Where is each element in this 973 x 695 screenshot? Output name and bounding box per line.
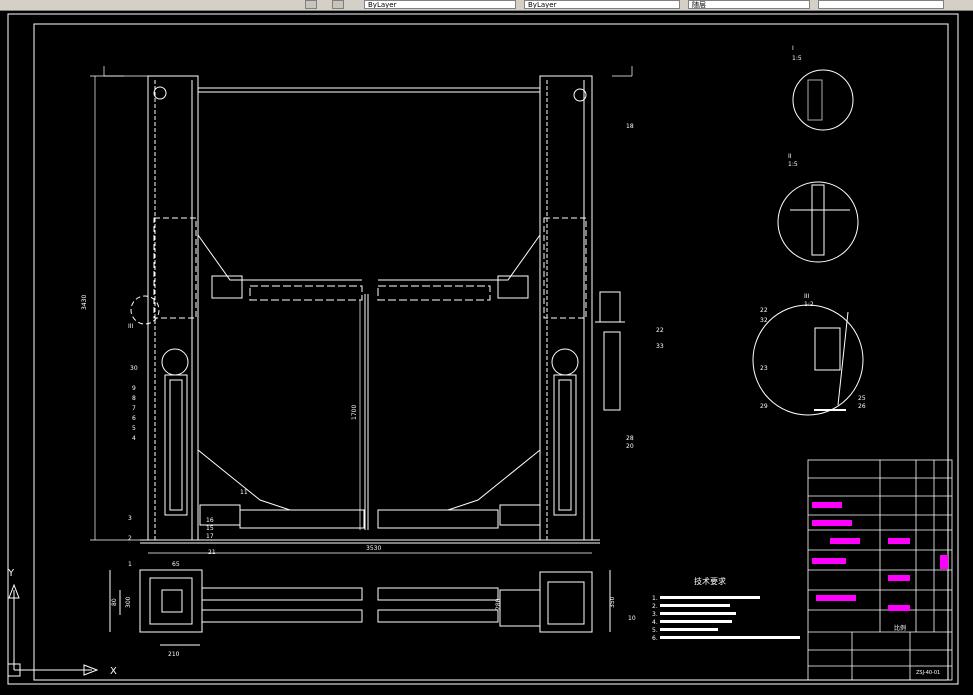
tech-req-4: 4. bbox=[652, 619, 658, 626]
tech-req-3: 3. bbox=[652, 611, 658, 618]
detail-callout-23: 23 bbox=[760, 365, 768, 372]
status-bar bbox=[0, 691, 973, 695]
callout-1: 1 bbox=[128, 561, 132, 568]
detail-callout-25: 25 bbox=[858, 395, 866, 402]
callout-11: 11 bbox=[240, 489, 248, 496]
view-3-label: III bbox=[804, 293, 810, 300]
detail-callout-29: 29 bbox=[760, 403, 768, 410]
layer-state-icon[interactable] bbox=[305, 0, 317, 9]
detail-view-2 bbox=[777, 181, 859, 263]
outer-frame bbox=[7, 13, 959, 685]
callout-7: 7 bbox=[132, 405, 136, 412]
callout-15: 15 bbox=[206, 525, 214, 532]
callout-2: 2 bbox=[128, 535, 132, 542]
detail-callout-32: 32 bbox=[760, 317, 768, 324]
cad-drawing-canvas[interactable]: 3430 1700 3530 65 210 80 300 280 350 18 … bbox=[0, 10, 973, 695]
callout-6: 6 bbox=[132, 415, 136, 422]
lineweight-select[interactable]: 随层 bbox=[688, 0, 810, 9]
detail-marker bbox=[130, 295, 160, 325]
detail-callout-22: 22 bbox=[760, 307, 768, 314]
callout-10: 10 bbox=[628, 615, 636, 622]
title-block-highlights bbox=[812, 502, 948, 611]
toolbar: ByLayer ByLayer 随层 bbox=[0, 0, 973, 11]
upper-arms bbox=[197, 234, 541, 530]
right-column bbox=[539, 75, 593, 541]
lower-arms bbox=[197, 449, 541, 529]
callout-5: 5 bbox=[132, 425, 136, 432]
plotstyle-select[interactable] bbox=[818, 0, 944, 9]
left-column bbox=[147, 75, 199, 541]
callout-3: 3 bbox=[128, 515, 132, 522]
dimension-lines bbox=[90, 66, 633, 554]
ucs-icon bbox=[7, 583, 99, 677]
dim-base-h1: 80 bbox=[111, 598, 118, 606]
inner-frame bbox=[33, 23, 949, 681]
callout-20: 20 bbox=[626, 443, 634, 450]
view-1-label: I bbox=[792, 45, 794, 52]
detail-view-3 bbox=[752, 304, 864, 416]
tech-req-6: 6. bbox=[652, 635, 658, 642]
view-3-scale: 1:2 bbox=[804, 301, 814, 308]
callout-22: 22 bbox=[656, 327, 664, 334]
right-cylinder bbox=[551, 348, 579, 516]
callout-16: 16 bbox=[206, 517, 214, 524]
view-2-label: II bbox=[788, 153, 792, 160]
dim-overall-height: 3430 bbox=[81, 295, 88, 310]
callout-9: 9 bbox=[132, 385, 136, 392]
callout-30: 30 bbox=[130, 365, 138, 372]
title-block bbox=[807, 459, 953, 681]
layer-props-icon[interactable] bbox=[332, 0, 344, 9]
tech-req-2: 2. bbox=[652, 603, 658, 610]
tech-req-5: 5. bbox=[652, 627, 658, 634]
ucs-x-label: X bbox=[110, 666, 117, 677]
title-sheet-label: 比例 bbox=[894, 624, 906, 632]
dim-base-h2: 300 bbox=[125, 596, 132, 608]
linetype-select[interactable]: ByLayer bbox=[524, 0, 680, 9]
dim-span: 3530 bbox=[366, 545, 381, 552]
dim-inner-height: 1700 bbox=[351, 405, 358, 420]
side-bracket bbox=[595, 291, 625, 411]
ucs-y-label: Y bbox=[7, 568, 15, 579]
tech-req-lines bbox=[660, 596, 800, 639]
callout-21: 21 bbox=[208, 549, 216, 556]
tech-req-1: 1. bbox=[652, 595, 658, 602]
view-marker-3: III bbox=[128, 323, 134, 330]
left-cylinder bbox=[161, 348, 189, 516]
callout-33: 33 bbox=[656, 343, 664, 350]
view-2-scale: 1:5 bbox=[788, 161, 798, 168]
drawing-number: ZSJ-40-01 bbox=[916, 670, 940, 676]
callout-8: 8 bbox=[132, 395, 136, 402]
detail-view-1 bbox=[792, 69, 854, 131]
tech-req-title: 技术要求 bbox=[694, 576, 726, 586]
callout-28: 28 bbox=[626, 435, 634, 442]
plan-view bbox=[109, 569, 611, 646]
callout-17: 17 bbox=[206, 533, 214, 540]
dim-base-h3: 350 bbox=[609, 596, 616, 608]
color-select[interactable]: ByLayer bbox=[364, 0, 516, 9]
dim-right-base: 280 bbox=[495, 598, 502, 610]
dim-base-w1: 65 bbox=[172, 561, 180, 568]
detail-callout-26: 26 bbox=[858, 403, 866, 410]
callout-4: 4 bbox=[132, 435, 136, 442]
callout-18: 18 bbox=[626, 123, 634, 130]
dim-base-w2: 210 bbox=[168, 651, 180, 658]
view-1-scale: 1:5 bbox=[792, 55, 802, 62]
